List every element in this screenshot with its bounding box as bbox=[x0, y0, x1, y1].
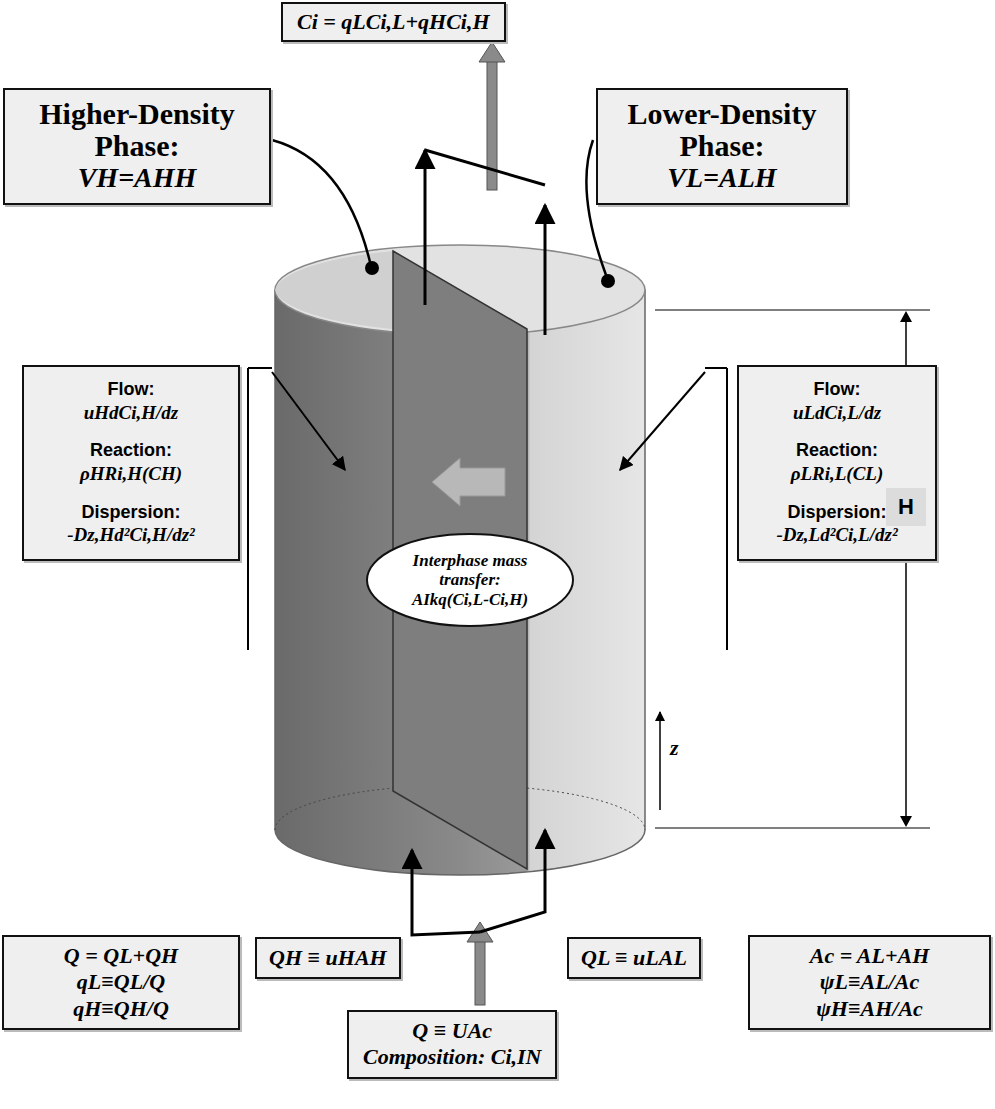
text-box: Higher-Density Phase:VH=AHH bbox=[3, 88, 271, 205]
feed-arrow bbox=[467, 922, 493, 1005]
node-text: QL ≡ uLAL bbox=[581, 945, 687, 971]
text-box: Lower-Density Phase:VL=ALH bbox=[596, 88, 848, 205]
node-text: Flow: bbox=[745, 379, 929, 401]
node-text: qH≡QH/Q bbox=[10, 996, 232, 1022]
node-text: Higher-Density Phase: bbox=[11, 98, 263, 161]
node-text: Lower-Density Phase: bbox=[604, 98, 840, 161]
node-text: VL=ALH bbox=[604, 161, 840, 195]
node-text: uLdCi,L/dz bbox=[745, 401, 929, 425]
dimension-label-box: H bbox=[886, 488, 926, 526]
node-text: ψH≡AH/Ac bbox=[756, 996, 983, 1022]
node-text: Interphase mass transfer: bbox=[405, 551, 535, 590]
bracket bbox=[705, 368, 727, 650]
text-box: QH ≡ uHAH bbox=[255, 937, 401, 979]
merge-flow-higher bbox=[424, 150, 427, 305]
text-box: Flow:uLdCi,L/dzReaction:ρLRi,L(CL)Disper… bbox=[737, 365, 937, 561]
callout-dot bbox=[601, 274, 615, 288]
split-flow-lower bbox=[480, 830, 545, 932]
node-text: QH ≡ uHAH bbox=[269, 945, 387, 971]
ellipse-shape bbox=[367, 534, 573, 626]
node-text: Q = QL+QH bbox=[10, 943, 232, 969]
text-box: Ac = AL+AHψL≡AL/AcψH≡AH/Ac bbox=[748, 935, 991, 1030]
node-text: qL≡QL/Q bbox=[10, 969, 232, 995]
bracket bbox=[248, 368, 272, 650]
interphase-arrow bbox=[432, 458, 505, 506]
text-box: Q = QL+QHqL≡QL/QqH≡QH/Q bbox=[2, 935, 240, 1030]
node-text: VH=AHH bbox=[11, 161, 263, 195]
node-text: Reaction: bbox=[30, 440, 232, 462]
node-text: H bbox=[898, 494, 914, 520]
node-text: ρLRi,L(CL) bbox=[745, 462, 929, 486]
node-text: Ac = AL+AH bbox=[756, 943, 983, 969]
text-box: Q ≡ UAcComposition: Ci,IN bbox=[347, 1010, 557, 1079]
split-flow-higher bbox=[412, 850, 480, 935]
pointer-line bbox=[620, 372, 705, 470]
pointer-line bbox=[272, 372, 345, 470]
text-box: QL ≡ uLAL bbox=[567, 937, 701, 979]
axis-label: z bbox=[670, 735, 679, 761]
node-text: Dispersion: bbox=[30, 502, 232, 524]
text-box: Ci = qLCi,L+qHCi,H bbox=[281, 2, 506, 42]
leader-line bbox=[272, 140, 370, 262]
node-text: -Dz,Hd²Ci,H/dz² bbox=[30, 523, 232, 547]
interphase-ellipse: Interphase mass transfer:AIkq(Ci,L-Ci,H) bbox=[365, 532, 575, 628]
node-text: uHdCi,H/dz bbox=[30, 401, 232, 425]
text-box: Flow:uHdCi,H/dzReaction:ρHRi,H(CH) Disper… bbox=[22, 365, 240, 561]
node-text: Q ≡ UAc bbox=[363, 1018, 541, 1044]
node-text: -Dz,Ld²Ci,L/dz² bbox=[745, 523, 929, 547]
node-text: ρHRi,H(CH) bbox=[30, 462, 232, 486]
merge-flow-lower bbox=[544, 205, 547, 335]
node-text: AIkq(Ci,L-Ci,H) bbox=[405, 590, 535, 610]
node-text: Composition: Ci,IN bbox=[363, 1044, 541, 1070]
node-text: Flow: bbox=[30, 379, 232, 401]
node-text: ψL≡AL/Ac bbox=[756, 969, 983, 995]
node-text: Ci = qLCi,L+qHCi,H bbox=[297, 9, 490, 35]
node-text: Reaction: bbox=[745, 440, 929, 462]
z-axis bbox=[659, 712, 661, 810]
callout-dot bbox=[365, 261, 379, 275]
merge-bracket bbox=[425, 150, 545, 185]
